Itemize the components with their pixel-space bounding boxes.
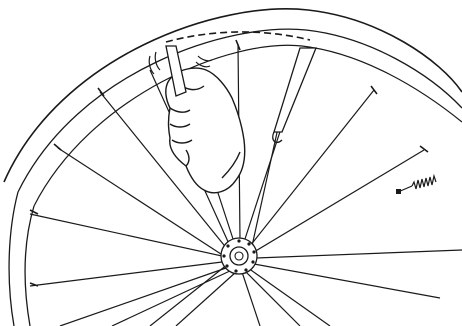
hub-axle bbox=[235, 252, 243, 260]
spoke bbox=[60, 268, 226, 326]
spoke bbox=[242, 272, 260, 326]
spoke bbox=[30, 262, 222, 286]
spoke bbox=[30, 214, 222, 256]
wheel-hub bbox=[221, 238, 257, 274]
spoke bbox=[112, 270, 232, 326]
spoke bbox=[248, 268, 330, 326]
tire-bead-dashed bbox=[166, 32, 310, 42]
spoke bbox=[176, 272, 236, 326]
nipple bbox=[54, 144, 61, 150]
spoke bbox=[252, 128, 278, 246]
rim-lower-left-edge bbox=[25, 206, 34, 326]
spoke bbox=[256, 250, 462, 258]
rim-lower-left-outer bbox=[9, 192, 18, 326]
rim-flat-inner bbox=[34, 45, 462, 206]
tire-lever-right bbox=[273, 48, 316, 142]
valve-stem bbox=[396, 176, 436, 194]
nipple bbox=[30, 210, 38, 214]
spoke bbox=[244, 270, 300, 326]
spoke bbox=[254, 264, 440, 298]
spoke bbox=[150, 264, 228, 326]
spokes bbox=[30, 44, 462, 326]
spoke bbox=[254, 150, 424, 252]
